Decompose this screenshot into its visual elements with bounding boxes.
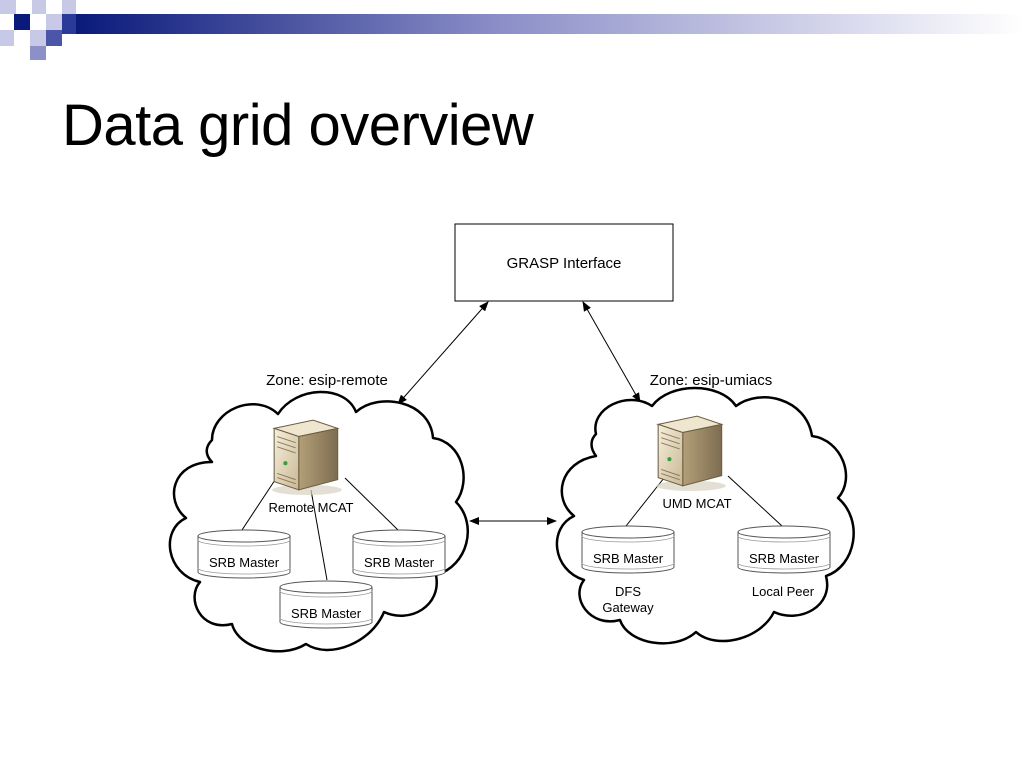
disk-icon bbox=[737, 525, 831, 574]
mcat-label-umd: UMD MCAT bbox=[662, 496, 731, 511]
banner-square bbox=[62, 14, 76, 34]
header-banner bbox=[0, 0, 1024, 60]
banner-square bbox=[0, 30, 14, 46]
srb-master-label: SRB Master bbox=[364, 555, 435, 570]
zone-cloud-umiacs bbox=[555, 386, 855, 645]
slide-title: Data grid overview bbox=[62, 93, 534, 158]
grasp-interface-label: GRASP Interface bbox=[507, 255, 622, 272]
srb-master-label: SRB Master bbox=[209, 555, 280, 570]
disk-icon bbox=[352, 529, 446, 579]
banner-square bbox=[30, 46, 46, 60]
mcat-label-remote: Remote MCAT bbox=[269, 500, 354, 515]
gateway-label: Gateway bbox=[602, 600, 654, 615]
arrow-interface-umiacs bbox=[582, 301, 641, 403]
link-mcat-srb bbox=[241, 479, 276, 531]
srb-master-label: SRB Master bbox=[593, 551, 664, 566]
banner-square bbox=[46, 14, 62, 30]
disk-icon bbox=[279, 580, 373, 629]
local-peer-label: Local Peer bbox=[752, 584, 815, 599]
zone-label-remote: Zone: esip-remote bbox=[266, 372, 388, 389]
dfs-label: DFS bbox=[615, 584, 641, 599]
banner-square bbox=[62, 0, 76, 14]
link-mcat-srb bbox=[344, 477, 399, 531]
banner-square bbox=[32, 0, 46, 14]
arrow-interface-remote bbox=[397, 301, 489, 405]
srb-master-label: SRB Master bbox=[291, 606, 362, 621]
grasp-interface-box bbox=[454, 223, 674, 302]
disk-icon bbox=[197, 529, 291, 579]
disk-icon bbox=[581, 525, 675, 574]
banner-square bbox=[46, 30, 62, 46]
link-mcat-srb bbox=[310, 489, 328, 581]
banner-square bbox=[0, 0, 16, 14]
zone-cloud-remote bbox=[168, 390, 470, 653]
link-mcat-srb bbox=[727, 475, 783, 527]
banner-square bbox=[14, 14, 30, 30]
banner-gradient-bar bbox=[76, 14, 1024, 34]
srb-master-label: SRB Master bbox=[749, 551, 820, 566]
zone-label-umiacs: Zone: esip-umiacs bbox=[650, 372, 773, 389]
banner-square bbox=[30, 30, 46, 46]
banner-square bbox=[16, 0, 32, 14]
